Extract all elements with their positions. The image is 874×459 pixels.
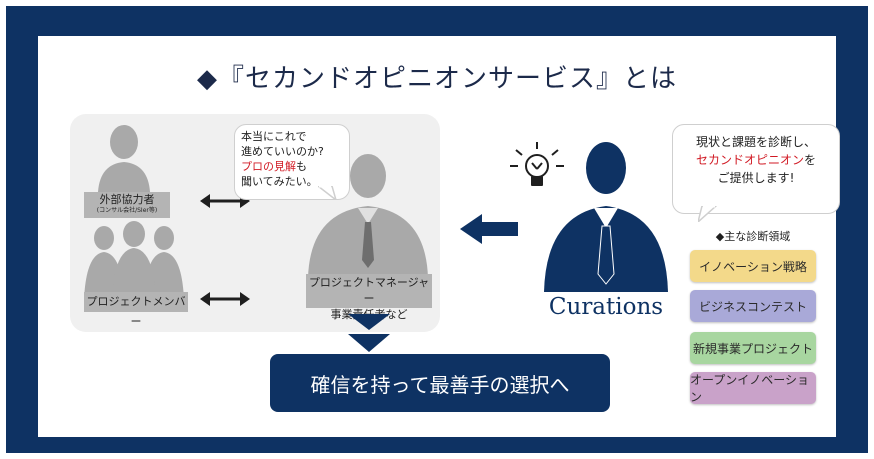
thought-line1: 本当にこれで bbox=[241, 130, 307, 143]
area-pill-open-innovation: オープンイノベーション bbox=[690, 372, 816, 404]
bubble-tail-icon bbox=[318, 186, 337, 200]
area-pill-new-business-project: 新規事業プロジェクト bbox=[690, 332, 816, 364]
diagnosis-areas-heading: ◆主な診断領域 bbox=[715, 230, 791, 243]
speech-line2: セカンドオピニオンを bbox=[681, 151, 831, 169]
consultant-speech-bubble: 現状と課題を診断し、 セカンドオピニオンを ご提供します! bbox=[672, 124, 840, 214]
curations-brand: Curations bbox=[548, 294, 664, 320]
project-manager-icon bbox=[308, 154, 428, 278]
area-pill-innovation-strategy: イノベーション戦略 bbox=[690, 250, 816, 282]
project-manager-label: プロジェクトマネージャー 事業責任者など bbox=[306, 274, 432, 321]
consultant-icon bbox=[544, 142, 668, 292]
thought-line2: 進めていいのか? bbox=[241, 145, 324, 158]
thought-line3: プロの見解も bbox=[241, 159, 343, 174]
speech-line2-rest: を bbox=[804, 153, 817, 167]
bubble-tail-icon bbox=[698, 206, 718, 222]
project-members-label: プロジェクトメンバー bbox=[84, 292, 188, 328]
external-label-text: 外部協力者 bbox=[99, 193, 155, 206]
project-members-icon bbox=[84, 221, 184, 300]
pm-label-line1: プロジェクトマネージャー bbox=[308, 276, 430, 305]
external-collaborator-icon bbox=[98, 125, 150, 192]
slide-title: ◆『セカンドオピニオンサービス』とは bbox=[197, 64, 677, 94]
thought-line4: 聞いてみたい。 bbox=[241, 175, 318, 188]
thought-line3-rest: も bbox=[296, 160, 307, 173]
area-pill-business-contest: ビジネスコンテスト bbox=[690, 290, 816, 322]
left-arrow-icon bbox=[460, 214, 518, 244]
cta-banner: 確信を持って最善手の選択へ bbox=[270, 354, 610, 412]
external-sub-text: (コンサル会社/SIer等) bbox=[96, 207, 158, 214]
speech-line1: 現状と課題を診断し、 bbox=[695, 135, 816, 149]
external-collaborator-label: 外部協力者 (コンサル会社/SIer等) bbox=[84, 192, 170, 218]
double-arrow-icon bbox=[200, 292, 250, 306]
speech-highlight: セカンドオピニオン bbox=[695, 153, 804, 167]
lightbulb-icon bbox=[510, 142, 564, 186]
down-chevron-icon bbox=[348, 314, 390, 352]
slide-canvas: ◆『セカンドオピニオンサービス』とは 外部協力者 (コンサル会社/SIer等) … bbox=[38, 36, 840, 437]
speech-line3: ご提供します! bbox=[717, 171, 795, 185]
thought-highlight: プロの見解 bbox=[241, 160, 296, 173]
